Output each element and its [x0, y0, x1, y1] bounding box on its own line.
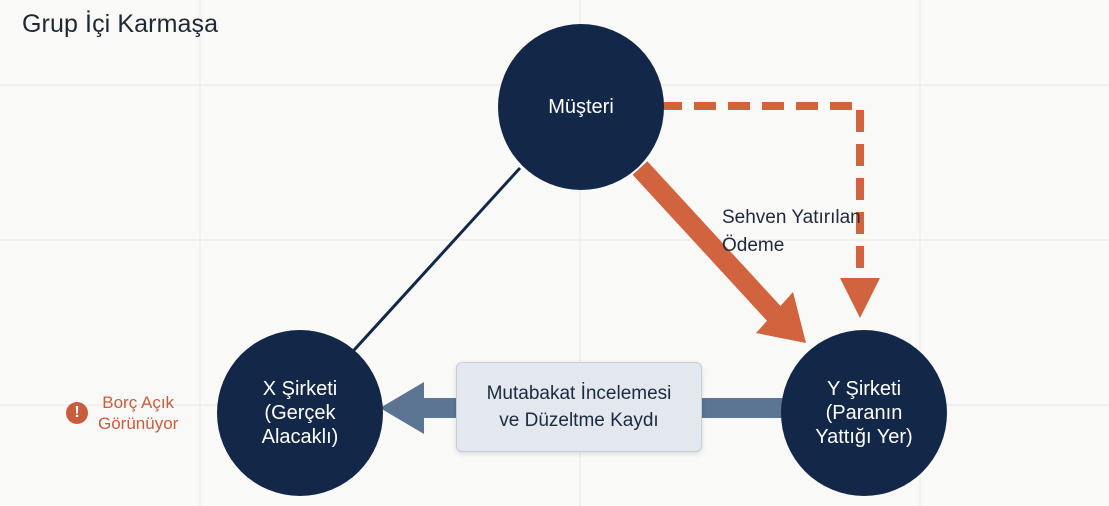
debt-open-warning: ! Borç Açık Görünüyor [66, 392, 178, 434]
customer-to-x-line [343, 166, 522, 362]
exclamation-icon: ! [66, 402, 88, 424]
reconciliation-arrowhead [380, 382, 424, 434]
node-company-y: Y Şirketi (Paranın Yattığı Yer) [781, 330, 947, 496]
dashed-route-line [660, 102, 864, 280]
warning-text: Borç Açık Görünüyor [98, 393, 179, 433]
reconciliation-label-box: Mutabakat İncelemesi ve Düzeltme Kaydı [456, 362, 702, 452]
node-company-x: X Şirketi (Gerçek Alacaklı) [217, 330, 383, 496]
mistaken-payment-arrowhead [756, 292, 806, 343]
node-customer: Müşteri [498, 24, 664, 190]
dashed-route-arrowhead [840, 278, 880, 318]
mistaken-payment-label: Sehven Yatırılan Ödeme [722, 207, 861, 256]
mistaken-payment-arrow-shaft [632, 161, 786, 325]
page-title: Grup İçi Karmaşa [22, 10, 219, 38]
